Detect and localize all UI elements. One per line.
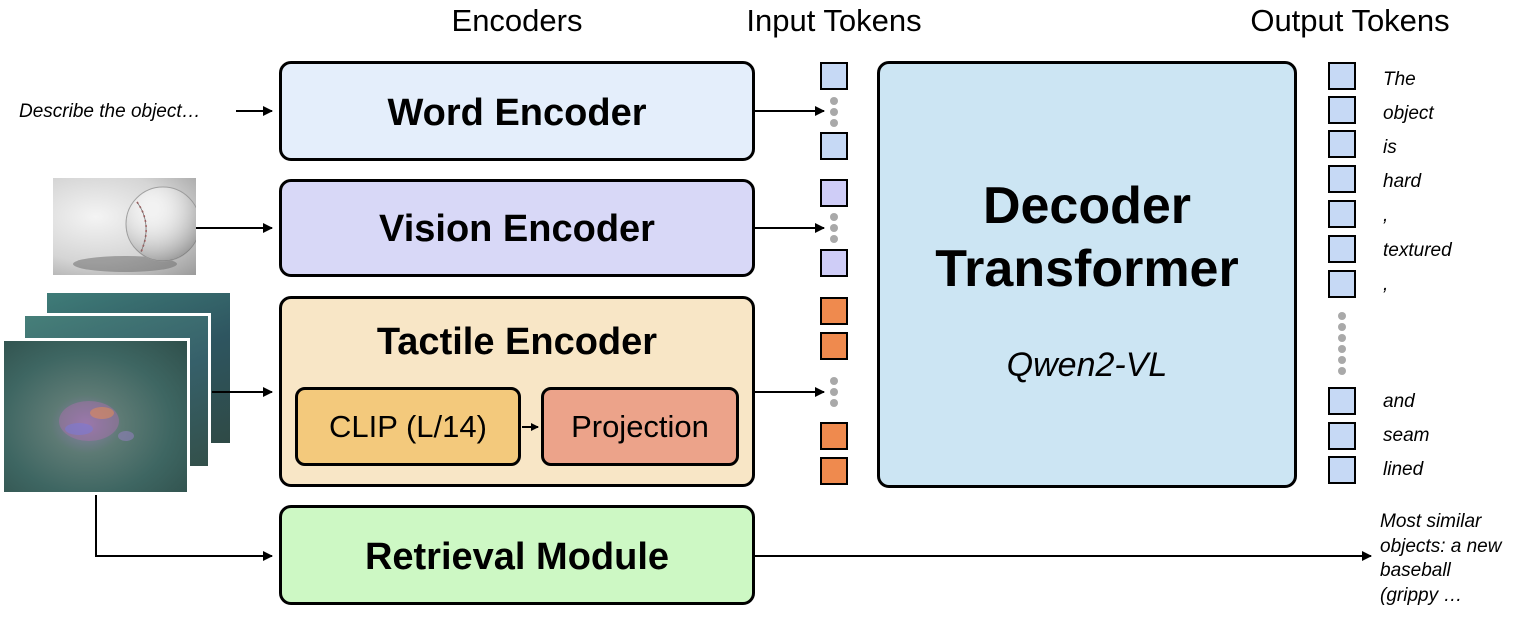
tactile-image-front (1, 338, 190, 495)
input-token-tactile (820, 297, 848, 325)
output-word: The (1383, 69, 1416, 90)
output-token (1328, 270, 1356, 298)
retrieval-output-line: Most similar (1380, 511, 1482, 532)
retrieval-output-line: (grippy … (1380, 585, 1463, 606)
input-token-tactile (820, 332, 848, 360)
input-token-word-first (820, 62, 848, 90)
output-token (1328, 422, 1356, 450)
retrieval-output-line: objects: a new (1380, 536, 1502, 557)
token-ellipsis-dot (830, 224, 838, 232)
output-word: seam (1383, 425, 1430, 446)
input-prompt: Describe the object… (19, 101, 201, 122)
input-token-tactile (820, 457, 848, 485)
output-token (1328, 200, 1356, 228)
tactile-imprint-icon (59, 401, 134, 441)
tactile-encoder-label: Tactile Encoder (376, 321, 658, 363)
output-word: hard (1383, 171, 1422, 192)
token-ellipsis-dot (830, 399, 838, 407)
token-ellipsis-dot (1338, 312, 1346, 320)
output-token (1328, 387, 1356, 415)
token-ellipsis-dot (830, 388, 838, 396)
word-encoder-label: Word Encoder (387, 92, 647, 134)
vision-encoder: Vision Encoder (279, 179, 755, 277)
header-input-tokens: Input Tokens (746, 3, 922, 38)
output-token (1328, 456, 1356, 484)
output-word: lined (1383, 459, 1424, 480)
token-ellipsis-dot (830, 119, 838, 127)
input-token-vision-first (820, 179, 848, 207)
output-token (1328, 62, 1356, 90)
output-word: , (1383, 205, 1389, 226)
token-ellipsis-dot (830, 213, 838, 221)
decoder-model-name: Qwen2-VL (1006, 346, 1168, 384)
token-ellipsis-dot (1338, 345, 1346, 353)
input-token-vision-last (820, 249, 848, 277)
token-ellipsis-dot (1338, 367, 1346, 375)
retrieval-module: Retrieval Module (279, 505, 755, 605)
token-ellipsis-dot (830, 377, 838, 385)
input-token-tactile (820, 422, 848, 450)
output-token (1328, 130, 1356, 158)
header-encoders: Encoders (451, 3, 583, 38)
token-ellipsis-dot (830, 235, 838, 243)
decoder-title-line1: Decoder (982, 177, 1192, 235)
arrow-tactile-to-retrieval (95, 495, 273, 561)
decoder-title-line2: Transformer (935, 240, 1239, 298)
token-ellipsis-dot (830, 97, 838, 105)
baseball-image (53, 178, 201, 275)
token-ellipsis-dot (1338, 334, 1346, 342)
output-word: object (1383, 103, 1434, 124)
word-encoder: Word Encoder (279, 61, 755, 161)
input-token-word-last (820, 132, 848, 160)
decoder-transformer: Decoder Transformer Qwen2-VL (877, 61, 1297, 488)
output-token (1328, 165, 1356, 193)
output-word: and (1383, 391, 1415, 412)
token-ellipsis-dot (1338, 323, 1346, 331)
vision-encoder-label: Vision Encoder (379, 208, 655, 250)
token-ellipsis-dot (1338, 356, 1346, 364)
projection-block: Projection (541, 387, 739, 466)
output-token (1328, 96, 1356, 124)
retrieval-module-label: Retrieval Module (364, 536, 670, 578)
retrieval-output-line: baseball (1380, 560, 1451, 581)
output-word: textured (1383, 240, 1452, 261)
clip-block: CLIP (L/14) (295, 387, 521, 466)
output-word: is (1383, 137, 1397, 158)
output-word: , (1383, 274, 1389, 295)
token-ellipsis-dot (830, 108, 838, 116)
output-token (1328, 235, 1356, 263)
header-output-tokens: Output Tokens (1250, 3, 1450, 38)
